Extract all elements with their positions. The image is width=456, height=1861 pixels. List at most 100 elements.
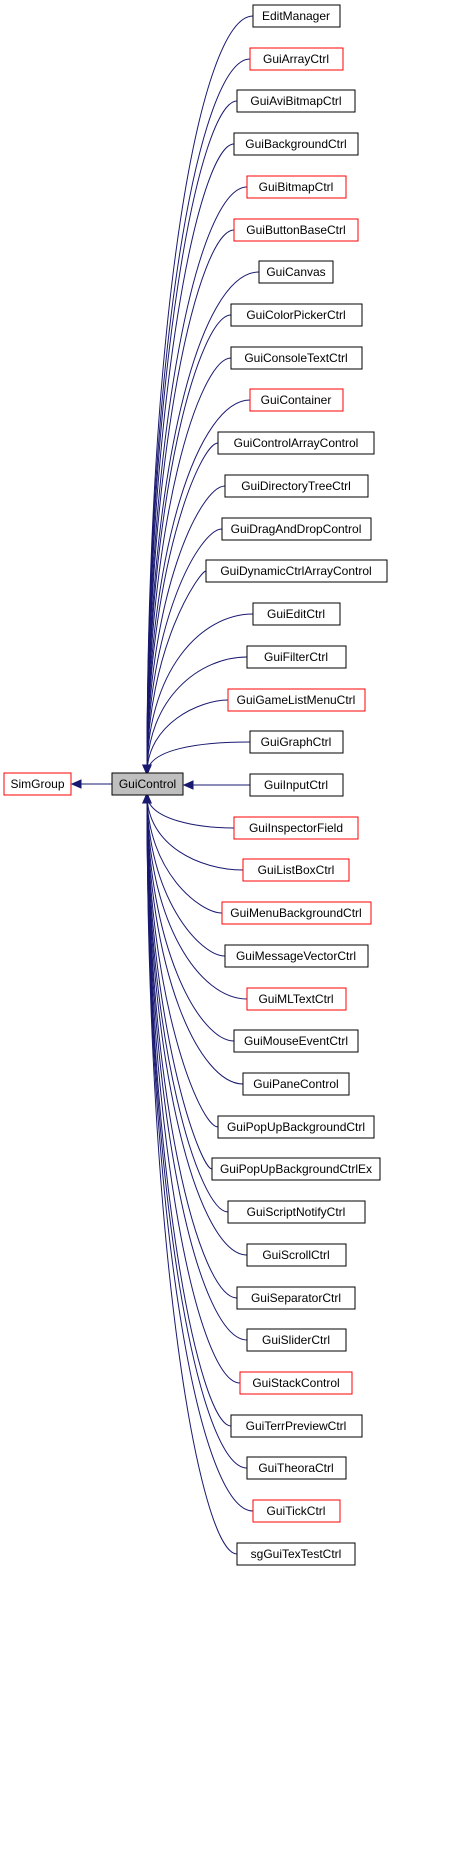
inheritance-edge [146,793,238,1299]
node-guiscrollctrl[interactable]: GuiScrollCtrl [246,1243,347,1267]
arrowhead [70,779,82,789]
inheritance-edge [146,314,232,775]
node-guiinputctrl[interactable]: GuiInputCtrl [249,773,344,797]
node-guibitmapctrl[interactable]: GuiBitmapCtrl [246,175,347,199]
node-label: GuiColorPickerCtrl [246,308,345,322]
node-box [249,47,344,71]
node-guicolorpickerctrl[interactable]: GuiColorPickerCtrl [230,303,363,327]
node-box [242,858,350,882]
node-box [246,1456,347,1480]
node-guidirectorytreectrl[interactable]: GuiDirectoryTreeCtrl [224,474,369,498]
node-box [3,772,72,796]
node-guiinspectorfield[interactable]: GuiInspectorField [233,816,359,840]
node-box [224,944,369,968]
node-label: GuiPopUpBackgroundCtrlEx [220,1162,372,1176]
node-guistackcontrol[interactable]: GuiStackControl [239,1371,353,1395]
node-box [246,645,347,669]
node-guieditctrl[interactable]: GuiEditCtrl [252,602,341,626]
node-guicanvas[interactable]: GuiCanvas [258,260,334,284]
edge-layer [70,15,260,1555]
node-guidynamicctrlarraycontrol[interactable]: GuiDynamicCtrlArrayControl [205,559,388,583]
node-label: GuiMenuBackgroundCtrl [230,906,361,920]
node-sgguitextestctrl[interactable]: sgGuiTexTestCtrl [236,1542,356,1566]
node-guiarrayctrl[interactable]: GuiArrayCtrl [249,47,344,71]
node-label: GuiDragAndDropControl [231,522,362,536]
node-guipopupbackgroundctrlex[interactable]: GuiPopUpBackgroundCtrlEx [211,1157,381,1181]
node-guicontainer[interactable]: GuiContainer [249,388,344,412]
inheritance-edge [146,793,248,1000]
node-guimltextctrl[interactable]: GuiMLTextCtrl [246,987,347,1011]
node-guisliderctrl[interactable]: GuiSliderCtrl [246,1328,347,1352]
node-box [230,1414,363,1438]
inheritance-edge [146,793,244,871]
node-guibuttonbasectrl[interactable]: GuiButtonBaseCtrl [233,218,359,242]
node-label: GuiControl [119,777,176,791]
inheritance-edge [146,793,238,1555]
node-box [246,987,347,1011]
inheritance-edge [146,485,226,775]
node-guimenubackgroundctrl[interactable]: GuiMenuBackgroundCtrl [221,901,372,925]
node-box [211,1157,381,1181]
node-label: GuiFilterCtrl [264,650,328,664]
inheritance-edge [146,357,232,775]
node-guigamelistmenuctrl[interactable]: GuiGameListMenuCtrl [227,688,366,712]
node-box [227,1200,366,1224]
node-box [233,816,359,840]
inheritance-edge [146,793,248,1256]
node-label: GuiMessageVectorCtrl [236,949,356,963]
node-label: SimGroup [10,777,64,791]
node-guipanecontrol[interactable]: GuiPaneControl [242,1072,350,1096]
node-guiscriptnotifyctrl[interactable]: GuiScriptNotifyCtrl [227,1200,366,1224]
node-label: GuiInputCtrl [264,778,328,792]
node-guiseparatorctrl[interactable]: GuiSeparatorCtrl [236,1286,356,1310]
node-box [258,260,334,284]
child-node-list: EditManagerGuiArrayCtrlGuiAviBitmapCtrlG… [205,4,388,1566]
inheritance-edge [146,793,226,957]
node-box [252,4,341,28]
node-guilistboxctrl[interactable]: GuiListBoxCtrl [242,858,350,882]
inheritance-edge [146,528,223,775]
node-box [233,218,359,242]
node-guifilterctrl[interactable]: GuiFilterCtrl [246,645,347,669]
inheritance-edge [146,656,248,775]
node-guitickctrl[interactable]: GuiTickCtrl [252,1499,341,1523]
node-guiterrpreviewctrl[interactable]: GuiTerrPreviewCtrl [230,1414,363,1438]
node-guimouseeventctrl[interactable]: GuiMouseEventCtrl [233,1029,359,1053]
node-label: GuiTerrPreviewCtrl [246,1419,347,1433]
node-label: GuiScrollCtrl [262,1248,329,1262]
node-guigraphctrl[interactable]: GuiGraphCtrl [249,730,344,754]
node-guiconsoletextctrl[interactable]: GuiConsoleTextCtrl [230,346,363,370]
inheritance-edge [146,399,251,775]
node-label: GuiListBoxCtrl [258,863,335,877]
node-guimessagevectorctrl[interactable]: GuiMessageVectorCtrl [224,944,369,968]
node-label: GuiScriptNotifyCtrl [247,1205,346,1219]
node-guibackgroundctrl[interactable]: GuiBackgroundCtrl [233,132,359,156]
inheritance-edge [146,793,248,1341]
inheritance-edge [146,699,229,775]
node-guidraganddropcontrol[interactable]: GuiDragAndDropControl [221,517,372,541]
node-editmanager[interactable]: EditManager [252,4,341,28]
node-label: GuiPopUpBackgroundCtrl [227,1120,365,1134]
node-guipopupbackgroundctrl[interactable]: GuiPopUpBackgroundCtrl [217,1115,375,1139]
node-label: GuiMLTextCtrl [258,992,333,1006]
node-box [224,474,369,498]
node-box [236,1286,356,1310]
node-simgroup[interactable]: SimGroup [3,772,72,796]
node-label: GuiBackgroundCtrl [245,137,346,151]
node-guitheoractrl[interactable]: GuiTheoraCtrl [246,1456,347,1480]
node-label: GuiControlArrayControl [234,436,359,450]
inheritance-edge [146,570,207,775]
node-label: GuiSliderCtrl [262,1333,330,1347]
node-box [233,132,359,156]
node-box [252,1499,341,1523]
node-label: GuiTickCtrl [267,1504,326,1518]
node-label: GuiConsoleTextCtrl [244,351,347,365]
node-box [246,1243,347,1267]
node-guiavibitmapctrl[interactable]: GuiAviBitmapCtrl [236,89,356,113]
node-box [246,1328,347,1352]
inheritance-edge [146,613,254,775]
node-guicontrolarraycontrol[interactable]: GuiControlArrayControl [217,431,375,455]
inheritance-edge [146,793,235,1042]
node-box [246,175,347,199]
node-box [236,1542,356,1566]
